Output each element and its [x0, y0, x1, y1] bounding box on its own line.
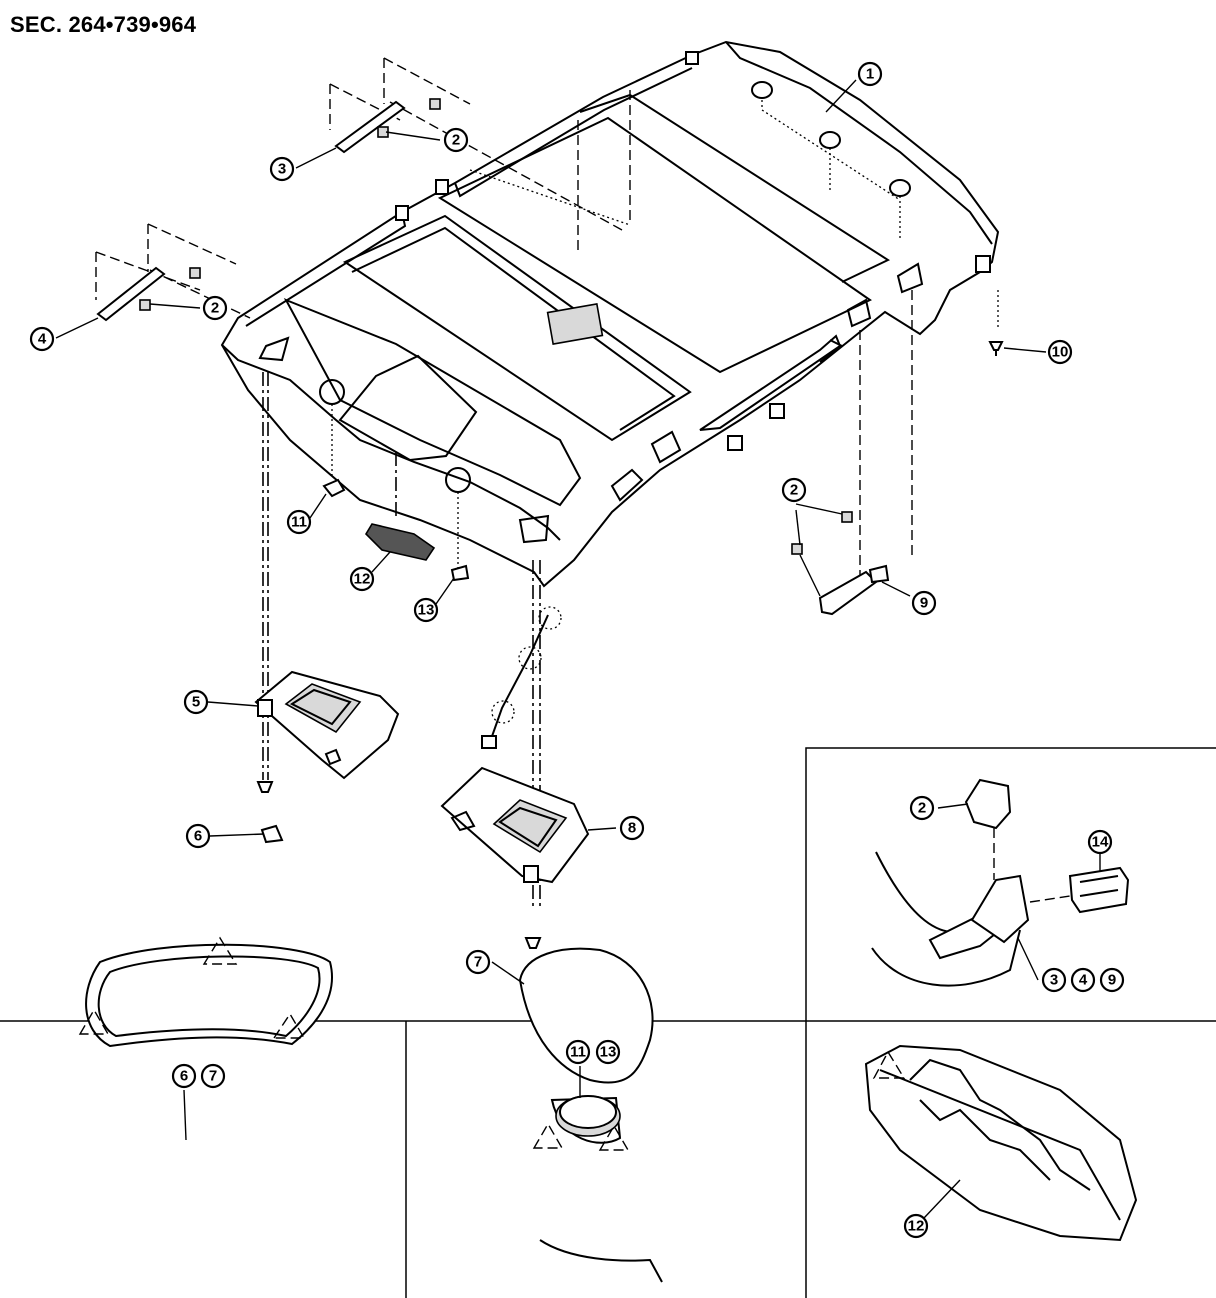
- callout-7-label: 7: [474, 954, 482, 971]
- callout-6: 6: [171, 1063, 197, 1089]
- callout-10: 10: [1047, 339, 1073, 365]
- callout-9: 9: [911, 590, 937, 616]
- callout-13-label: 13: [600, 1044, 617, 1061]
- callout-2-label: 2: [918, 800, 926, 817]
- callout-4: 4: [1070, 967, 1096, 993]
- leader-lines: [55, 79, 1101, 1219]
- callout-2-label: 2: [452, 132, 460, 149]
- callout-14-label: 14: [1092, 834, 1109, 851]
- callout-7: 7: [465, 949, 491, 975]
- callout-7: 7: [200, 1063, 226, 1089]
- callout-6: 6: [185, 823, 211, 849]
- callout-8: 8: [619, 815, 645, 841]
- clip-13: [450, 564, 470, 582]
- callout-11-label: 11: [570, 1044, 586, 1061]
- callout-3: 3: [1041, 967, 1067, 993]
- callout-12-label: 12: [908, 1218, 925, 1235]
- callout-5: 5: [183, 689, 209, 715]
- callout-1-label: 1: [866, 66, 874, 83]
- callout-12-label: 12: [354, 571, 371, 588]
- callout-9: 9: [1099, 967, 1125, 993]
- section-label: SEC. 264•739•964: [10, 12, 197, 37]
- front-clip-bracket-4: [95, 223, 251, 322]
- callout-2-label: 2: [790, 482, 798, 499]
- callout-6-label: 6: [180, 1068, 188, 1085]
- callout-9-label: 9: [920, 595, 928, 612]
- callout-11: 11: [286, 509, 312, 535]
- assist-grip-bracket-9: [791, 509, 890, 616]
- screw-10: [988, 341, 1004, 356]
- rear-clip-bracket-3: [329, 57, 623, 231]
- sun-visor-5: [254, 670, 400, 780]
- callout-13: 13: [595, 1039, 621, 1065]
- callout-8-label: 8: [628, 820, 636, 837]
- callout-12: 12: [903, 1213, 929, 1239]
- callout-2: 2: [909, 795, 935, 821]
- detail-clip-assembly: [871, 778, 1130, 987]
- callout-10-label: 10: [1052, 344, 1069, 361]
- callout-11: 11: [565, 1039, 591, 1065]
- callout-12: 12: [349, 566, 375, 592]
- map-lamp-12: [364, 523, 436, 561]
- visor-screw-6: [256, 781, 284, 844]
- detail-clip-11-13: [518, 947, 663, 1283]
- callout-5-label: 5: [192, 694, 200, 711]
- callout-3: 3: [269, 156, 295, 182]
- callout-7-label: 7: [209, 1068, 217, 1085]
- callout-14: 14: [1087, 829, 1113, 855]
- callout-9-label: 9: [1108, 972, 1116, 989]
- callout-4-label: 4: [1079, 972, 1088, 989]
- callout-3-label: 3: [1050, 972, 1058, 989]
- callout-1: 1: [857, 61, 883, 87]
- callout-2-label: 2: [211, 300, 219, 317]
- callout-2: 2: [202, 295, 228, 321]
- clip-11: [322, 478, 346, 498]
- callout-11-label: 11: [291, 514, 307, 531]
- callout-2: 2: [443, 127, 469, 153]
- detail-visor-clip: [78, 936, 333, 1048]
- callout-13: 13: [413, 597, 439, 623]
- detail-map-lamp-12: [864, 1044, 1138, 1242]
- reference-lines: [262, 90, 999, 910]
- callout-13-label: 13: [418, 602, 435, 619]
- sun-visor-8: [440, 766, 590, 884]
- callout-4-label: 4: [38, 331, 47, 348]
- callout-6-label: 6: [194, 828, 202, 845]
- headliner-body: [220, 40, 1000, 588]
- callout-4: 4: [29, 326, 55, 352]
- callout-2: 2: [781, 477, 807, 503]
- callout-3-label: 3: [278, 161, 286, 178]
